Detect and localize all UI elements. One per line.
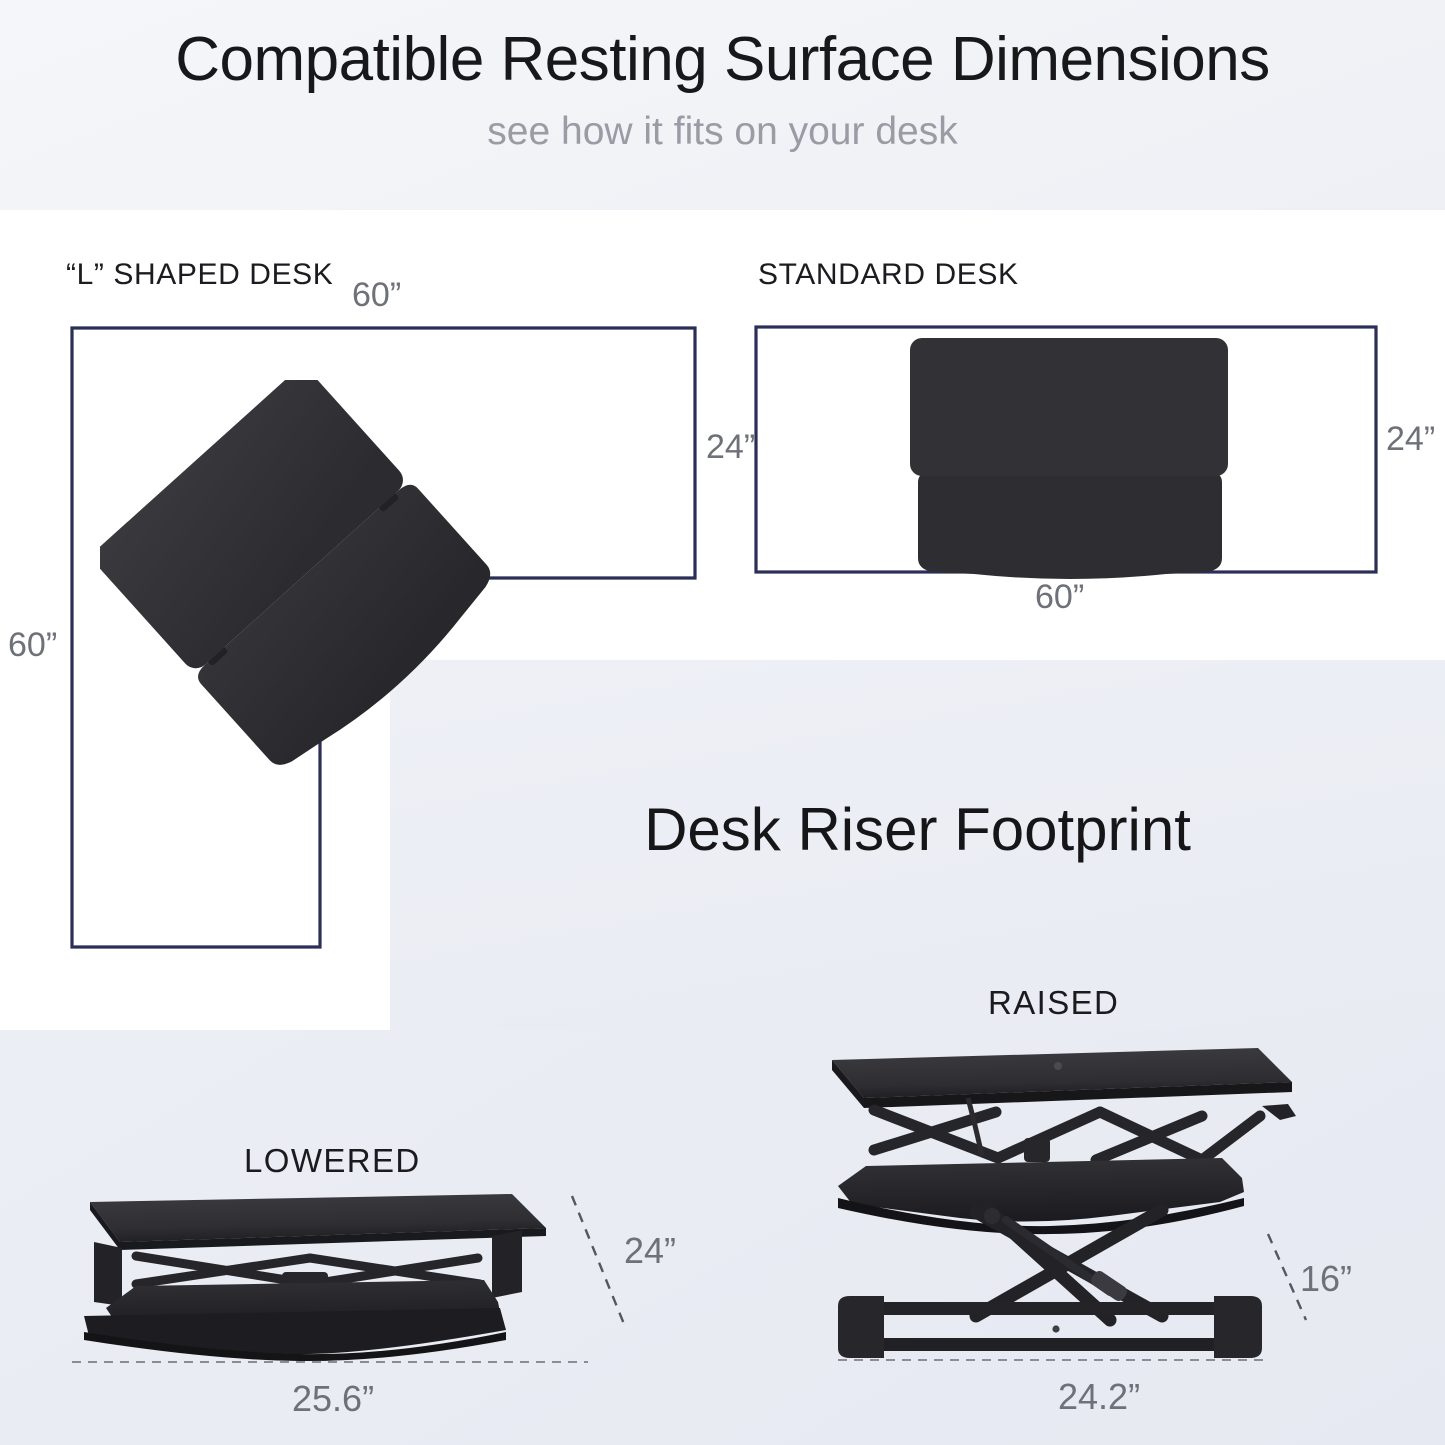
riser-top-platform-top-view: [100, 380, 403, 669]
lowered-post-left: [94, 1242, 122, 1306]
lowered-top-board-front-edge: [120, 1228, 546, 1250]
riser-top-view-on-l-desk: [100, 380, 491, 765]
lowered-base-shadow: [84, 1332, 506, 1362]
raised-scissor-joint-left: [984, 1208, 1000, 1224]
raised-upper-scissor: [868, 1104, 1266, 1166]
lowered-top-board-edge: [90, 1202, 120, 1250]
lowered-center-pivot: [282, 1272, 328, 1286]
standard-desk-width-label: 60”: [1035, 578, 1085, 616]
raised-base-foot-left: [838, 1296, 884, 1358]
raised-base-foot-right: [1214, 1296, 1262, 1358]
raised-top-board-hole: [1054, 1062, 1062, 1070]
lowered-top-board: [90, 1194, 546, 1242]
std-riser-top-platform: [910, 338, 1228, 476]
l-desk-width-label: 60”: [352, 276, 402, 314]
label-raised: RAISED: [988, 984, 1120, 1021]
l-desk-depth-label: 60”: [8, 626, 58, 664]
lowered-base-foot: [84, 1308, 506, 1355]
lowered-depth-label: 24”: [624, 1230, 677, 1271]
standard-desk-depth-label: 24”: [1386, 420, 1436, 458]
raised-upper-pivot: [1024, 1138, 1050, 1162]
raised-width-label: 24.2”: [1058, 1376, 1141, 1417]
riser-lowered-side-view: [84, 1194, 546, 1362]
raised-gas-strut: [1002, 1216, 1127, 1301]
lowered-post-right: [492, 1230, 522, 1298]
footprint-section-title: Desk Riser Footprint: [644, 796, 1191, 863]
section-heading-l-shaped-desk: “L” SHAPED DESK: [66, 258, 334, 291]
background-header: [0, 0, 1445, 210]
section-heading-standard-desk: STANDARD DESK: [758, 258, 1019, 291]
page-title: Compatible Resting Surface Dimensions: [175, 25, 1270, 94]
raised-release-lever: [1262, 1104, 1296, 1120]
std-riser-keyboard-tray: [918, 472, 1222, 579]
raised-base-screw: [1052, 1325, 1060, 1333]
raised-base-bottom-rail: [866, 1338, 1238, 1351]
lowered-width-label: 25.6”: [292, 1378, 375, 1419]
raised-top-board-left-edge: [832, 1060, 864, 1108]
page-subtitle: see how it fits on your desk: [487, 110, 958, 153]
raised-height-label: 16”: [1300, 1258, 1353, 1299]
raised-base-top-rail: [866, 1302, 1238, 1315]
raised-top-board: [832, 1048, 1292, 1098]
raised-cable: [965, 1097, 985, 1157]
riser-keyboard-tray-top-view: [198, 484, 491, 765]
raised-keyboard-tray: [838, 1158, 1244, 1222]
label-lowered: LOWERED: [244, 1142, 421, 1179]
riser-raised-side-view: [832, 1048, 1296, 1358]
riser-top-view-on-standard-desk: [910, 338, 1228, 579]
l-desk-wing-depth-label: 24”: [706, 428, 756, 466]
